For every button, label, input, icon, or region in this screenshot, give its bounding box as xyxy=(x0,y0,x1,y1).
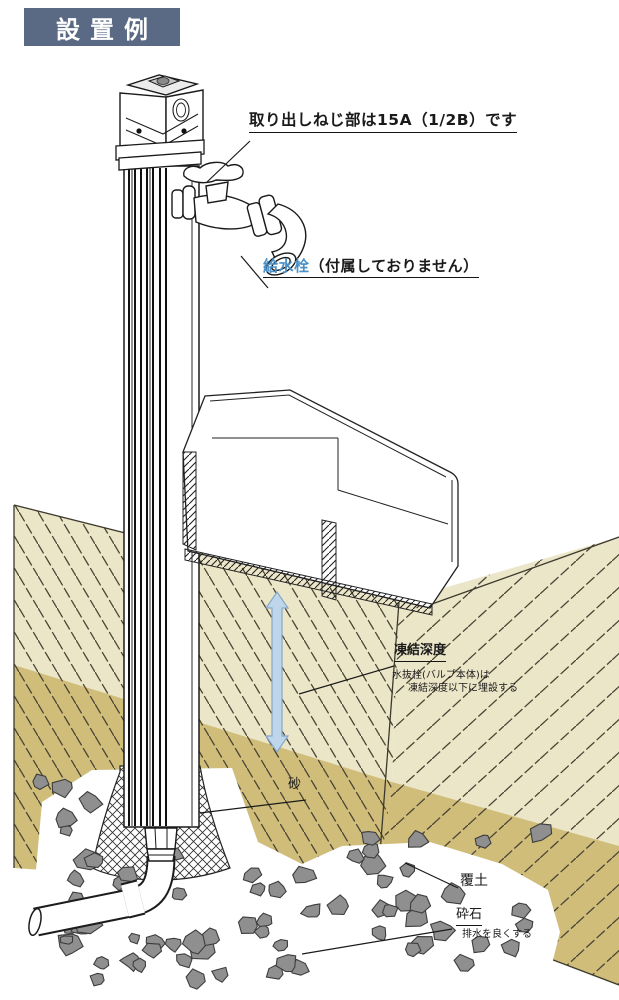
gravel-stones xyxy=(32,773,553,983)
stone xyxy=(376,874,394,889)
stone xyxy=(116,866,139,883)
frost-depth-text: 凍結深度 xyxy=(394,643,447,658)
stone xyxy=(326,894,350,916)
stone xyxy=(440,882,466,905)
stone xyxy=(404,942,422,958)
stone xyxy=(59,824,73,837)
stone xyxy=(141,942,163,959)
stone xyxy=(202,927,221,947)
stone xyxy=(242,867,263,884)
faucet-note-text: （付属しておりません） xyxy=(309,257,479,275)
faucet xyxy=(171,161,307,276)
crushed-stone-text: 砕石 xyxy=(456,907,483,922)
stone xyxy=(292,865,318,884)
stone xyxy=(237,916,258,934)
stone xyxy=(55,807,78,829)
stone xyxy=(89,972,105,987)
stone xyxy=(474,834,492,849)
cover-soil-leader-line xyxy=(404,862,459,889)
frost-depth-arrow xyxy=(264,590,290,754)
thread-leader-line xyxy=(206,140,251,183)
stone xyxy=(176,953,193,969)
stone xyxy=(51,778,73,799)
faucet-handle xyxy=(183,161,244,184)
title-badge: 設置例 xyxy=(24,8,180,46)
title-text: 設置例 xyxy=(56,15,158,44)
stone xyxy=(255,912,273,928)
leader-lines xyxy=(199,140,459,955)
sand-leader-line xyxy=(199,799,307,814)
stone xyxy=(210,966,229,983)
faucet-label: 給水栓（付属しておりません） xyxy=(263,257,479,279)
stone xyxy=(185,968,206,990)
stone xyxy=(409,893,432,914)
stone xyxy=(92,956,110,970)
stone xyxy=(272,939,289,952)
cover-soil-label: 覆土 xyxy=(460,873,488,889)
crushed-stone-label: 砕石 xyxy=(456,907,483,926)
supply-pipe xyxy=(28,827,178,937)
stone xyxy=(268,880,287,899)
sand-label: 砂 xyxy=(288,777,302,792)
faucet-name-text: 給水栓 xyxy=(263,257,310,275)
stone xyxy=(346,848,365,864)
stone xyxy=(249,882,266,897)
stone xyxy=(132,957,147,974)
frost-depth-label: 凍結深度 xyxy=(394,643,447,662)
stone xyxy=(164,937,182,953)
stone xyxy=(83,852,104,869)
stone xyxy=(407,829,430,848)
crushed-stone-note: 排水を良くする xyxy=(462,929,532,940)
stone xyxy=(453,953,475,972)
valve-body-nut xyxy=(144,827,178,850)
frost-note-line1: 水抜栓(バルブ本体)は xyxy=(392,670,490,681)
faucet-spout xyxy=(266,203,307,269)
post-cap xyxy=(115,74,205,171)
crushed-stone-leader-line xyxy=(301,928,453,955)
frost-leader-line xyxy=(298,665,395,695)
stone xyxy=(361,831,381,846)
stone xyxy=(299,903,321,918)
stone xyxy=(471,935,491,954)
stone xyxy=(275,954,297,973)
faucet-leader-line xyxy=(240,255,269,289)
stone xyxy=(361,842,380,859)
catch-basin xyxy=(182,389,459,616)
stone xyxy=(529,823,553,843)
stone xyxy=(171,887,188,901)
stone xyxy=(32,773,50,791)
frost-note-line2: 凍結深度以下に埋設する xyxy=(408,683,518,694)
stone xyxy=(500,938,520,958)
gravel-stones-front xyxy=(89,932,297,990)
thread-size-label: 取り出しねじ部は15A（1/2B）です xyxy=(249,111,518,133)
stone xyxy=(66,869,85,888)
stone xyxy=(514,917,534,933)
stone xyxy=(59,935,74,945)
basin-bottom-edge xyxy=(184,548,433,616)
stone xyxy=(78,790,104,814)
stone xyxy=(381,904,399,918)
thread-size-text: 取り出しねじ部は15A（1/2B）です xyxy=(249,111,518,129)
stone xyxy=(128,932,141,945)
